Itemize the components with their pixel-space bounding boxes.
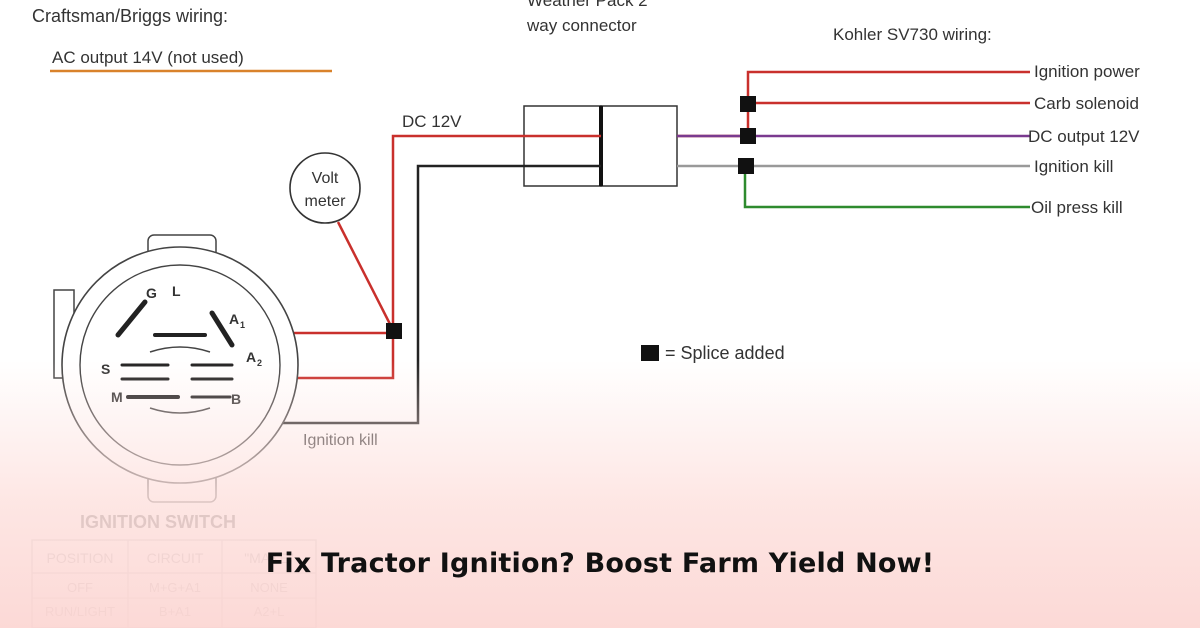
dc12v-label: DC 12V [402,112,462,131]
headline: Fix Tractor Ignition? Boost Farm Yield N… [265,548,935,579]
legend-splice-swatch [641,345,659,361]
legend-text: = Splice added [665,343,785,363]
right-section-title: Kohler SV730 wiring: [833,25,992,44]
voltmeter-label-line1: Volt [312,170,339,187]
ignition-switch-title: IGNITION SWITCH [80,512,236,532]
carb-solenoid-label: Carb solenoid [1034,94,1139,113]
ignition-kill-label-left: Ignition kill [303,432,378,449]
ignition-switch: G L A 1 A 2 S M B [53,234,299,503]
voltmeter-label-line2: meter [305,193,347,210]
ignition-power-label: Ignition power [1034,62,1140,81]
ignition-kill-label-right: Ignition kill [1034,157,1113,176]
table-cell-r2-c3: A2+L [254,604,285,619]
connector-right-half [600,105,678,187]
terminal-s-label: S [101,361,110,377]
connector-title-line1: Weather Pack 2 [527,0,648,10]
terminal-g-blade [115,299,148,338]
oil-press-kill-wire [743,166,1030,209]
table-cell-r1-c1: OFF [67,580,93,595]
terminal-l-label: L [172,283,181,299]
splice-left [386,323,402,339]
splice-ignition-kill [738,158,754,174]
ac-output-label: AC output 14V (not used) [52,48,244,67]
terminal-a2-subscript: 2 [257,358,262,368]
table-cell-r2-c1: RUN/LIGHT [45,604,115,619]
left-section-title: Craftsman/Briggs wiring: [32,6,228,26]
terminal-a1-blade [209,310,235,348]
voltmeter-circle [289,152,361,224]
table-cell-r1-c2: M+G+A1 [149,580,201,595]
terminal-b-label: B [231,391,241,407]
voltmeter-lead [336,221,395,331]
table-cell-r1-c3: NONE [250,580,288,595]
switch-inner-contour-top [149,346,211,353]
oil-press-kill-label: Oil press kill [1031,198,1123,217]
splice-carb [740,96,756,112]
connector-title-line2: way connector [526,16,637,35]
terminal-a1-label: A [229,311,239,327]
terminal-a1-subscript: 1 [240,320,245,330]
terminal-g-label: G [146,285,157,301]
terminal-m-label: M [111,389,123,405]
dc-output-label: DC output 12V [1028,127,1140,146]
terminal-a2-label: A [246,349,256,365]
table-cell-r2-c2: B+A1 [159,604,191,619]
connector-left-half [523,105,602,187]
splice-dc-output [740,128,756,144]
